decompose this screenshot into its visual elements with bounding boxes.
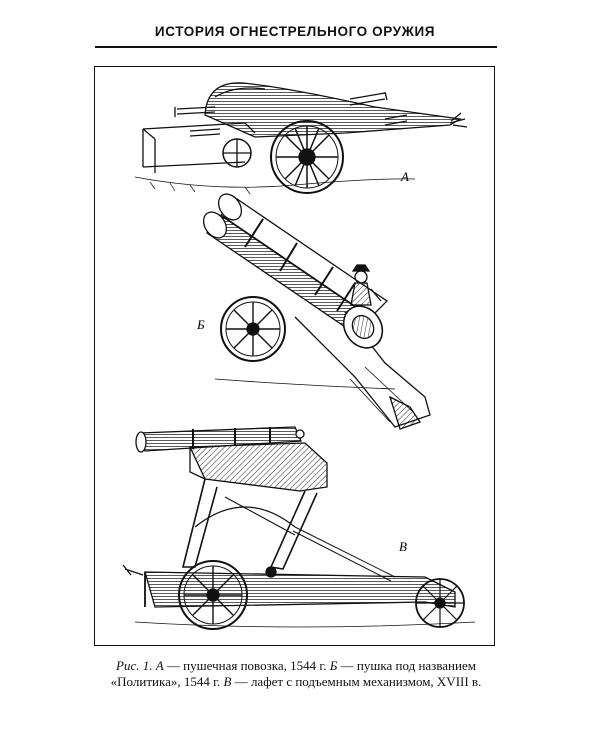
- figure-frame: А: [94, 66, 495, 646]
- panel-label-c: В: [399, 539, 407, 554]
- figure-caption: Рис. 1. А — пушечная повозка, 1544 г. Б …: [96, 658, 496, 690]
- politika-cannon-drawing: [202, 193, 431, 430]
- caption-text-b: — пушка под названием «Политика», 1544 г…: [110, 658, 476, 689]
- caption-letter-b: Б: [329, 658, 338, 673]
- caption-letter-c: В: [223, 674, 232, 689]
- panel-label-b: Б: [196, 317, 205, 332]
- elevating-carriage-drawing: [122, 426, 476, 630]
- caption-fig-ref: Рис. 1.: [116, 658, 153, 673]
- caption-text-a: — пушечная повозка, 1544 г.: [163, 658, 330, 673]
- caption-letter-a: А: [155, 658, 164, 673]
- running-head: ИСТОРИЯ ОГНЕСТРЕЛЬНОГО ОРУЖИЯ: [154, 24, 436, 39]
- panel-label-a: А: [400, 169, 409, 184]
- cannon-cart-drawing: [134, 82, 468, 195]
- header-rule: [95, 46, 497, 48]
- caption-text-c: — лафет с подъемным механизмом, XVIII в.: [231, 674, 482, 689]
- engraving-illustration: А: [122, 82, 476, 630]
